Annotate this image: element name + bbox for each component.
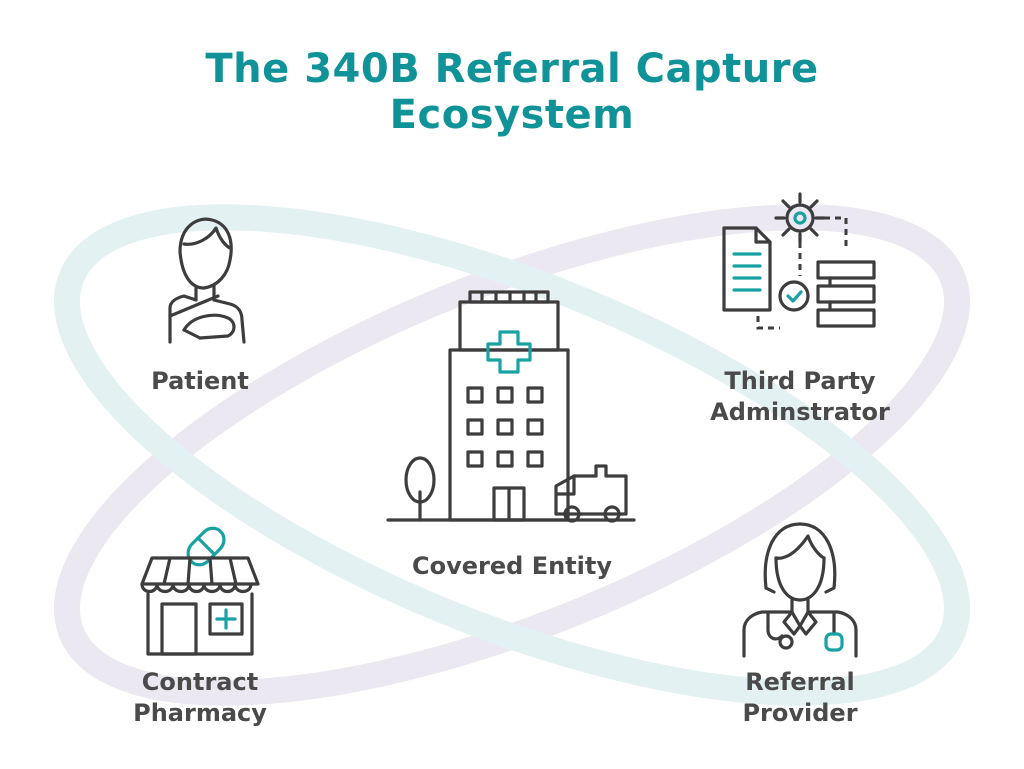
covered-entity-label: Covered Entity (412, 552, 612, 580)
gear-document-workflow-icon (718, 188, 880, 340)
pharmacy-label: Contract Pharmacy (133, 668, 267, 727)
hospital-building-icon (386, 288, 638, 524)
title-line-2: Ecosystem (389, 92, 635, 138)
tpa-label: Third Party Adminstrator (710, 367, 890, 426)
pharmacy-store-icon (134, 522, 266, 658)
orbit-ellipse-purple (54, 204, 970, 706)
title-line-1: The 340B Referral Capture (205, 46, 819, 92)
doctor-stethoscope-icon (736, 518, 866, 660)
patient-arm-sling-icon (140, 208, 260, 348)
orbit-ellipse-teal (54, 204, 970, 706)
page-title: The 340B Referral Capture Ecosystem (0, 46, 1024, 138)
provider-label: Referral Provider (742, 668, 858, 727)
patient-label: Patient (151, 367, 249, 395)
